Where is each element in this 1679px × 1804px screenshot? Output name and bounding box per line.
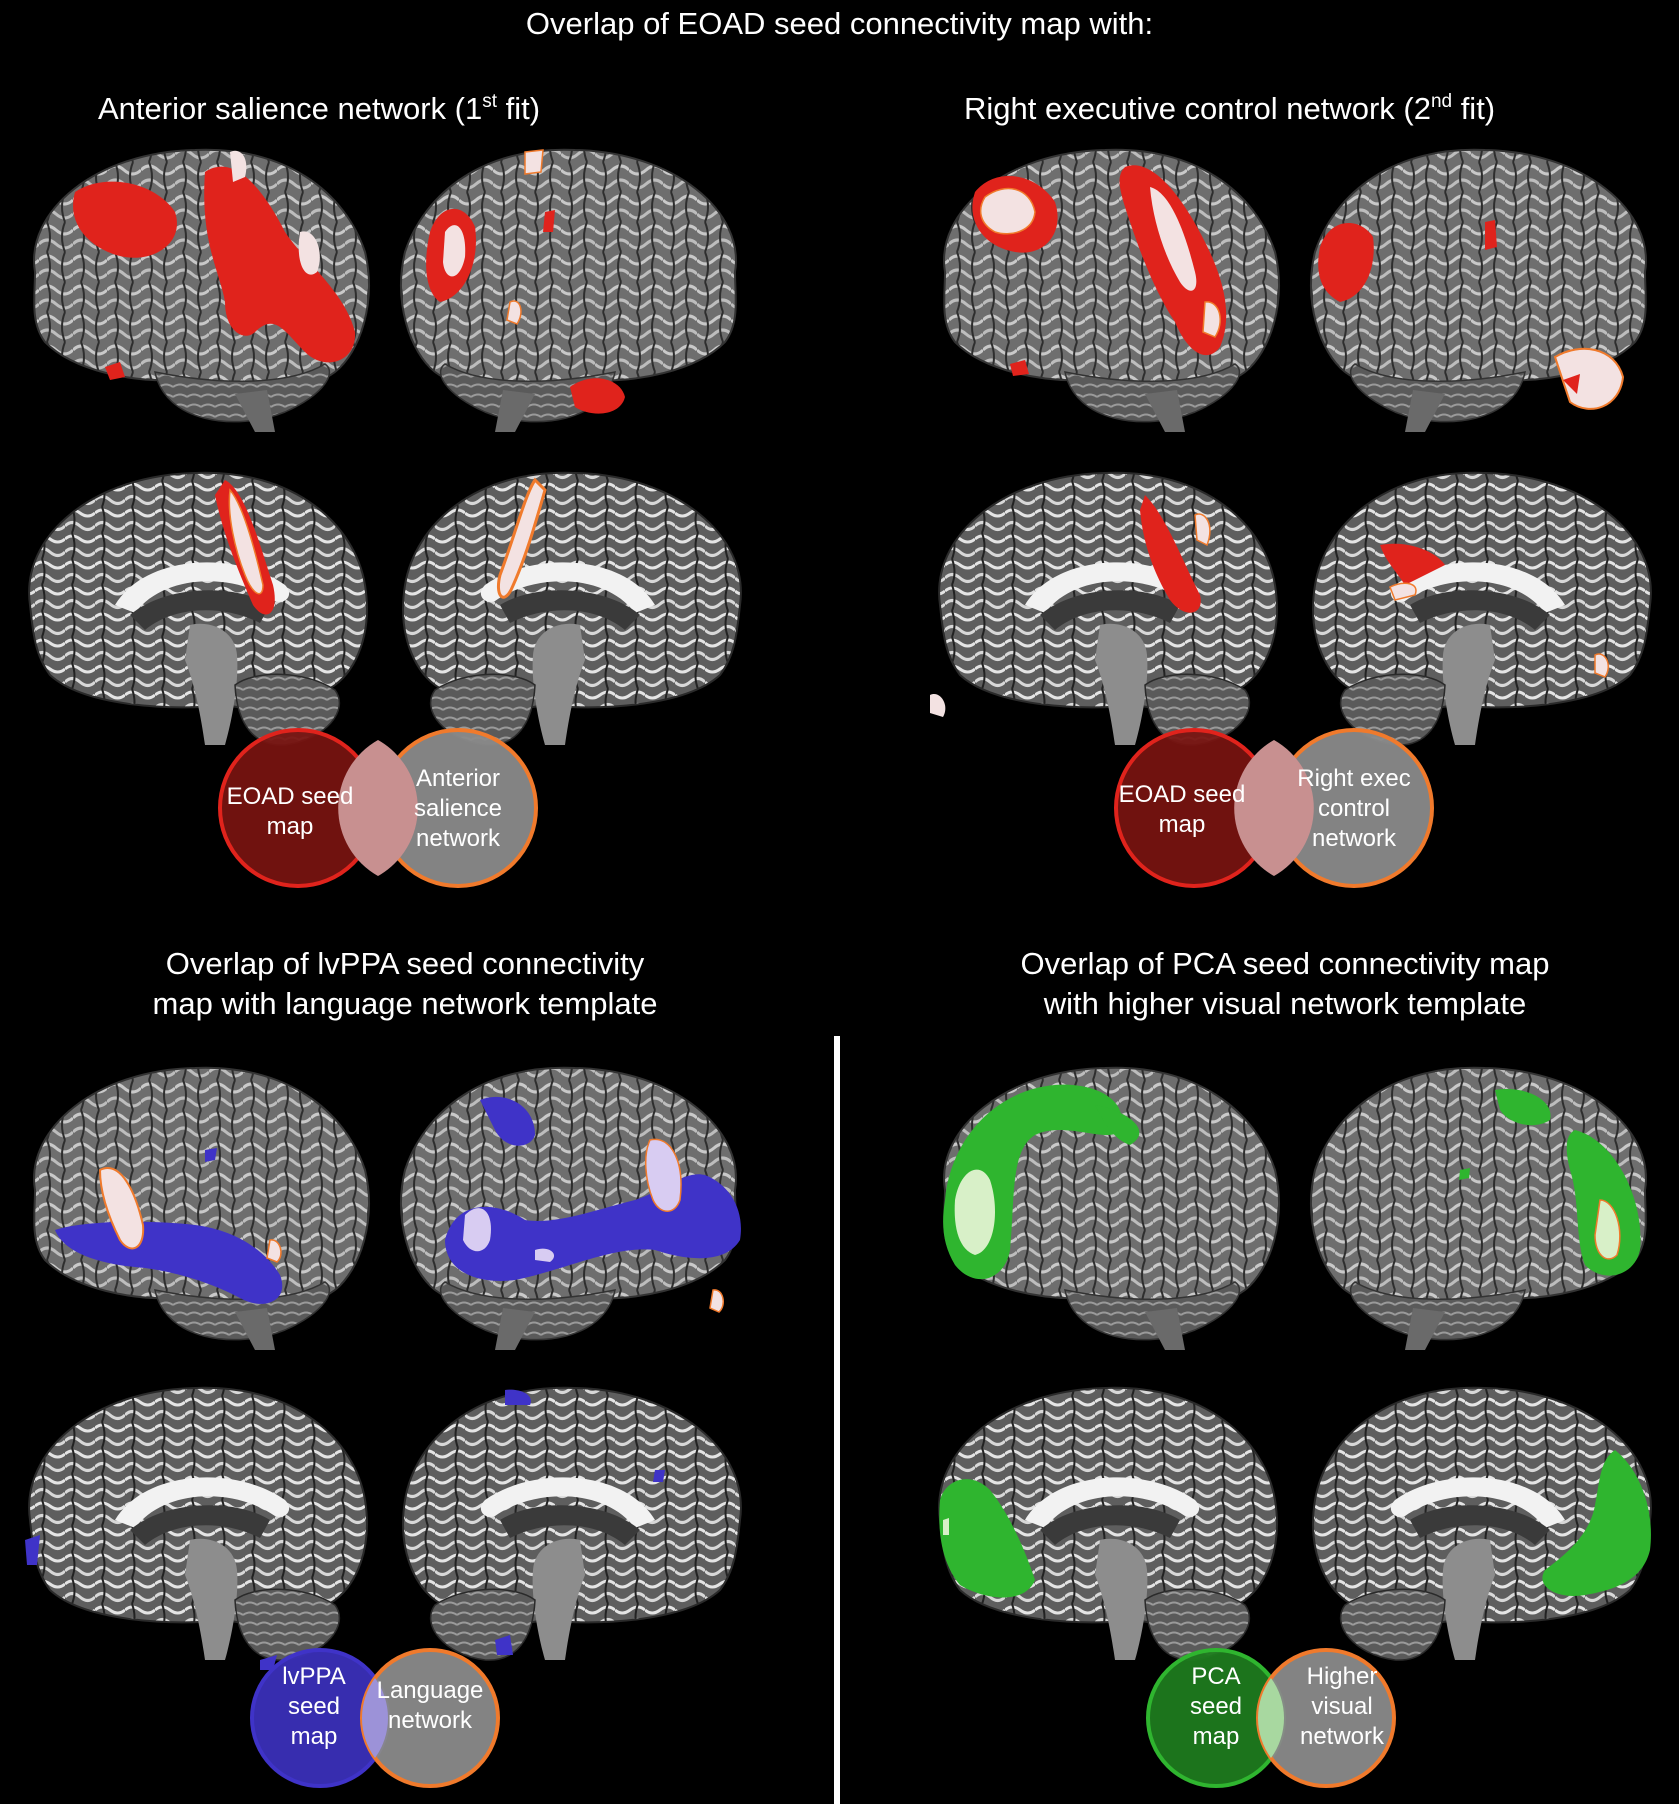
venn-left-label-1: EOAD seed [1119, 781, 1246, 808]
brain-medial-right-salience [385, 455, 765, 775]
brain-medial-left-pca [938, 1386, 1278, 1662]
title-text: Right executive control network (2 [964, 91, 1431, 126]
venn-left-label-2: seed [288, 1693, 340, 1720]
brain-medial-left-lvppa [25, 1386, 368, 1670]
venn-diagram-pca: PCA seed map Higher visual network [1146, 1648, 1396, 1788]
title-line-1: Overlap of PCA seed connectivity map [1020, 946, 1550, 981]
brain-lateral-right-lvppa [385, 1050, 741, 1370]
title-superscript: st [482, 91, 498, 112]
title-text-end: fit) [1452, 91, 1496, 126]
title-line-1: Overlap of lvPPA seed connectivity [165, 946, 645, 981]
venn-right-label-1: Anterior [416, 765, 500, 792]
venn-right-label-2: visual [1311, 1693, 1372, 1720]
title-superscript: nd [1430, 91, 1453, 112]
venn-diagram-right-exec: EOAD seed map Right exec control network [1114, 728, 1434, 888]
venn-right-label-2: salience [414, 795, 502, 822]
panel-title-right-exec: Right executive control network (2nd fit… [964, 82, 1495, 129]
brain-lateral-left-exec [943, 148, 1280, 434]
brain-lateral-left-salience [33, 148, 370, 434]
venn-right-label-3: network [1312, 825, 1397, 852]
title-text-end: fit) [497, 91, 541, 126]
venn-left-label-2: seed [1190, 1693, 1242, 1720]
panel-title-lvppa: Overlap of lvPPA seed connectivity map w… [60, 944, 750, 1024]
title-text: Anterior salience network (1 [98, 91, 483, 126]
brain-lateral-right-exec [1295, 132, 1675, 452]
venn-left-label-1: EOAD seed [227, 783, 354, 810]
venn-right-label-3: network [416, 825, 501, 852]
venn-diagram-lvppa: lvPPA seed map Language network [250, 1648, 500, 1788]
venn-left-label-1: lvPPA [282, 1663, 346, 1690]
venn-left-label-1: PCA [1191, 1663, 1240, 1690]
venn-right-label-1: Higher [1307, 1663, 1378, 1690]
brain-lateral-left-lvppa [33, 1066, 370, 1351]
title-line-2: map with language network template [152, 986, 658, 1021]
venn-diagram-anterior-salience: EOAD seed map Anterior salience network [218, 728, 538, 888]
venn-left-label-3: map [291, 1723, 338, 1750]
panel-title-anterior-salience: Anterior salience network (1st fit) [98, 82, 540, 129]
brain-lateral-right-salience [385, 149, 765, 452]
title-line-2: with higher visual network template [1043, 986, 1527, 1021]
venn-right-label-1: Right exec [1297, 765, 1410, 792]
venn-left-label-2: map [267, 813, 314, 840]
panel-title-pca: Overlap of PCA seed connectivity map wit… [940, 944, 1630, 1024]
brain-medial-right-lvppa [385, 1370, 765, 1690]
venn-right-label-2: control [1318, 795, 1390, 822]
brain-medial-right-pca [1295, 1370, 1651, 1690]
brain-medial-left-exec [930, 471, 1278, 747]
venn-right-label-2: network [388, 1707, 473, 1734]
venn-left-label-3: map [1193, 1723, 1240, 1750]
brain-lateral-right-pca [1295, 1050, 1675, 1370]
brain-lateral-left-pca [943, 1066, 1280, 1351]
brain-medial-left-salience [28, 471, 368, 747]
panel-divider [834, 1036, 840, 1804]
main-title: Overlap of EOAD seed connectivity map wi… [525, 6, 1154, 41]
venn-right-label-1: Language [377, 1677, 484, 1704]
brain-medial-right-exec [1295, 455, 1675, 775]
venn-right-label-3: network [1300, 1723, 1385, 1750]
venn-left-label-2: map [1159, 811, 1206, 838]
